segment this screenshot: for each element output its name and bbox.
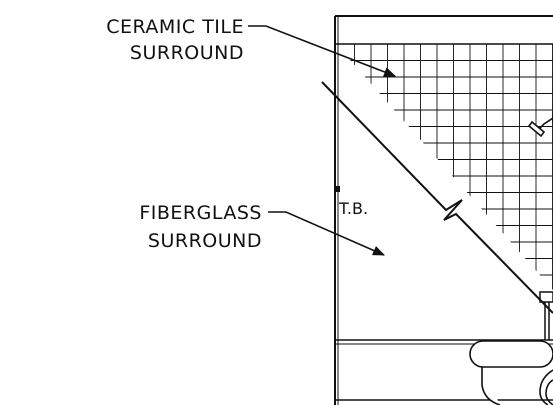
towel-bar-marker bbox=[336, 186, 340, 192]
fiberglass-leader-arrow bbox=[268, 211, 385, 256]
shower-head-icon bbox=[527, 113, 553, 138]
ceramic-tile-grid bbox=[336, 44, 553, 290]
ceramic-tile-label-line1: CERAMIC TILE bbox=[106, 16, 244, 38]
toilet-icon bbox=[469, 340, 553, 405]
fiberglass-label-line2: SURROUND bbox=[148, 230, 262, 252]
ceramic-tile-leader-arrow bbox=[248, 25, 396, 77]
wall-frame bbox=[334, 15, 553, 405]
fiberglass-label-line1: FIBERGLASS bbox=[139, 202, 262, 224]
ceramic-tile-label-line2: SURROUND bbox=[130, 42, 244, 64]
towel-bar-label: T.B. bbox=[338, 199, 368, 218]
diagonal-break-line bbox=[321, 81, 553, 314]
faucet-icon bbox=[539, 291, 553, 340]
